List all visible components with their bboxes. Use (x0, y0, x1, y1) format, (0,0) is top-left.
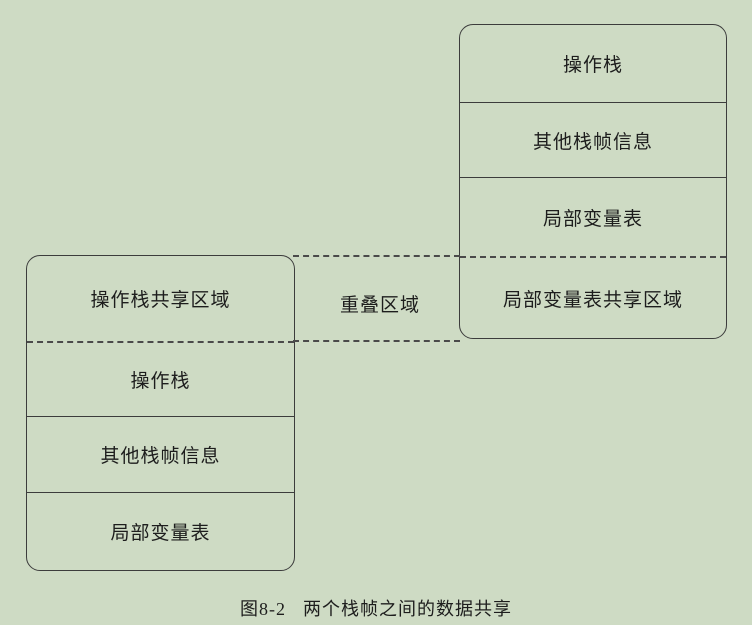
frame2-local-variable-table-shared-region-label: 局部变量表共享区域 (502, 289, 683, 311)
frame1-section-operand-stack-shared-region: 操作栈共享区域 (27, 256, 294, 341)
stack-frame-2-box: 操作栈 其他栈帧信息 局部变量表 局部变量表共享区域 (459, 24, 727, 339)
frame1-section-other-frame-info: 其他栈帧信息 (27, 416, 294, 492)
stack-frame-1-box: 操作栈共享区域 操作栈 其他栈帧信息 局部变量表 (26, 255, 295, 571)
frame2-section-other-frame-info: 其他栈帧信息 (460, 102, 726, 177)
frame2-operand-stack-label: 操作栈 (562, 55, 623, 76)
overlap-top-dashed-line (293, 255, 460, 257)
frame1-section-local-variable-table: 局部变量表 (27, 492, 294, 570)
frame2-section-local-variable-table-shared-region: 局部变量表共享区域 (460, 256, 726, 338)
overlap-region-label: 重叠区域 (339, 295, 420, 316)
frame2-section-operand-stack: 操作栈 (460, 25, 726, 102)
overlap-bottom-dashed-line (293, 340, 460, 342)
frame1-operand-stack-shared-region-label: 操作栈共享区域 (90, 290, 231, 311)
frame2-local-variable-table-label: 局部变量表 (542, 208, 643, 230)
frame1-other-frame-info-label: 其他栈帧信息 (100, 446, 221, 467)
frame1-operand-stack-label: 操作栈 (130, 371, 191, 392)
figure-number: 图8-2 (240, 599, 286, 619)
figure-title: 两个栈帧之间的数据共享 (303, 599, 512, 619)
figure-caption: 图8-2 两个栈帧之间的数据共享 (0, 595, 752, 621)
frame2-other-frame-info-label: 其他栈帧信息 (532, 131, 653, 153)
frame1-local-variable-table-label: 局部变量表 (110, 523, 211, 544)
frame1-section-operand-stack: 操作栈 (27, 341, 294, 416)
frame2-section-local-variable-table: 局部变量表 (460, 177, 726, 256)
